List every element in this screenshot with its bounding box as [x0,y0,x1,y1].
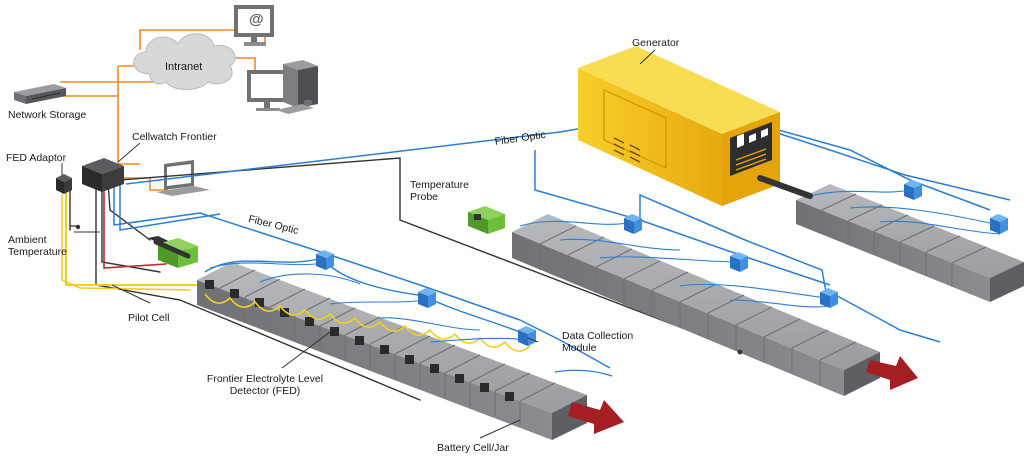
fed-adaptor-unit [56,174,72,194]
label-intranet: Intranet [165,61,203,73]
string2-fed-box [468,206,505,234]
email-monitor [234,5,274,46]
label-ambient-line1: Ambient [8,234,47,246]
string1-arrow [568,400,624,434]
label-temperature-probe: Temperature Probe [410,179,469,203]
label-fed-detector: Frontier Electrolyte Level Detector (FED… [190,373,340,397]
label-cellwatch-frontier: Cellwatch Frontier [132,131,217,143]
intranet-cloud [133,33,236,90]
label-pilot-cell: Pilot Cell [128,312,170,324]
label-network-storage: Network Storage [8,109,87,121]
label-battery-cell: Battery Cell/Jar [437,442,509,454]
label-dcm-line2: Module [562,342,597,354]
generator-unit [578,46,813,206]
battery-string-front [197,257,613,440]
network-storage-device [14,84,66,104]
fed-detector-squares [205,280,514,401]
string2-arrow [866,356,918,390]
fed-yellow-loops [204,293,531,352]
email-at-glyph: @ [249,11,264,28]
label-leader-lines [61,49,656,439]
label-fed-adaptor: FED Adaptor [6,152,67,164]
label-ambient-temperature: Ambient Temperature [8,234,67,258]
data-collection-modules [316,180,1008,346]
string1-blue-harness [204,257,526,335]
label-temp-probe-line1: Temperature [410,179,469,191]
label-generator: Generator [632,37,680,49]
cellwatch-frontier-unit [82,158,124,192]
battery-string-right [796,184,1024,302]
label-dcm-line1: Data Collection [562,330,634,342]
label-fed-line2: Detector (FED) [229,385,301,397]
desktop-computer [247,60,318,114]
battery-string-middle [512,214,880,396]
label-ambient-line2: Temperature [8,246,67,258]
label-fed-line1: Frontier Electrolyte Level [206,373,324,385]
label-temp-probe-line2: Probe [410,191,439,203]
cables [61,157,741,401]
label-data-collection-module: Data Collection Module [562,330,633,354]
